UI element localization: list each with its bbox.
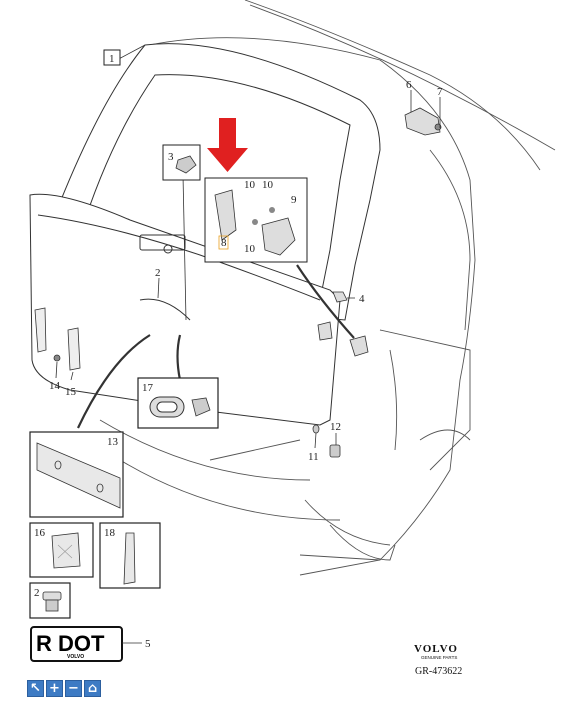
highlight-arrow-icon: [207, 118, 248, 172]
drawing-reference: GR-473622: [415, 666, 462, 677]
leader-lines: [55, 44, 441, 449]
callout-10a: 10: [244, 179, 256, 191]
callout-15: 15: [65, 386, 77, 398]
box-3-number: 3: [168, 151, 174, 163]
zoom-in-button[interactable]: +: [46, 680, 63, 697]
part-11-12: [312, 424, 341, 458]
footer-brand: VOLVO GENUINE PARTS GR-473622: [414, 643, 462, 677]
box-13-number: 13: [107, 436, 119, 448]
part-4-clip: [332, 291, 348, 303]
plate-sub-text: VOLVO: [67, 654, 84, 660]
callout-1: 1: [109, 53, 115, 65]
box-2-number: 2: [34, 587, 40, 599]
callout-4: 4: [359, 293, 365, 305]
detail-box-3: 3: [162, 144, 201, 181]
detail-box-13: 13: [29, 431, 124, 518]
brand-logo: VOLVO: [414, 643, 458, 655]
detail-box-16: 16: [29, 522, 94, 578]
brand-subtitle: GENUINE PARTS: [421, 655, 457, 660]
vehicle-body: [99, 0, 556, 576]
license-plate: R DOT VOLVO 5: [30, 626, 151, 662]
callout-11: 11: [308, 451, 319, 463]
box-16-number: 16: [34, 527, 46, 539]
part-14-15-brackets: [34, 307, 81, 371]
box-17-number: 17: [142, 382, 154, 394]
callout-14: 14: [49, 380, 61, 392]
box-18-number: 18: [104, 527, 116, 539]
callout-10c: 10: [244, 243, 256, 255]
zoom-out-button[interactable]: −: [65, 680, 82, 697]
detail-box-17: 17: [137, 377, 219, 429]
detail-box-2: 2: [29, 582, 71, 619]
callout-2: 2: [155, 267, 161, 279]
detail-box-18: 18: [99, 522, 161, 589]
part-striker: [317, 321, 369, 357]
home-icon[interactable]: ⌂: [84, 680, 101, 697]
callout-labels: 1 2 4 6 7 11 12 14 15: [49, 49, 443, 463]
callout-9: 9: [291, 194, 297, 206]
callout-5: 5: [145, 638, 151, 650]
part-6-hinge: [404, 107, 442, 136]
plate-text: R DOT: [36, 631, 105, 656]
callout-12: 12: [330, 421, 341, 433]
detail-box-lock: 8 10 10 9 10: [204, 177, 308, 263]
callout-6: 6: [406, 79, 412, 91]
callout-10b: 10: [262, 179, 274, 191]
callout-8: 8: [221, 237, 227, 249]
diagram-toolbar: ↖ + − ⌂: [27, 680, 101, 697]
callout-7: 7: [437, 86, 443, 98]
pointer-icon[interactable]: ↖: [27, 680, 44, 697]
